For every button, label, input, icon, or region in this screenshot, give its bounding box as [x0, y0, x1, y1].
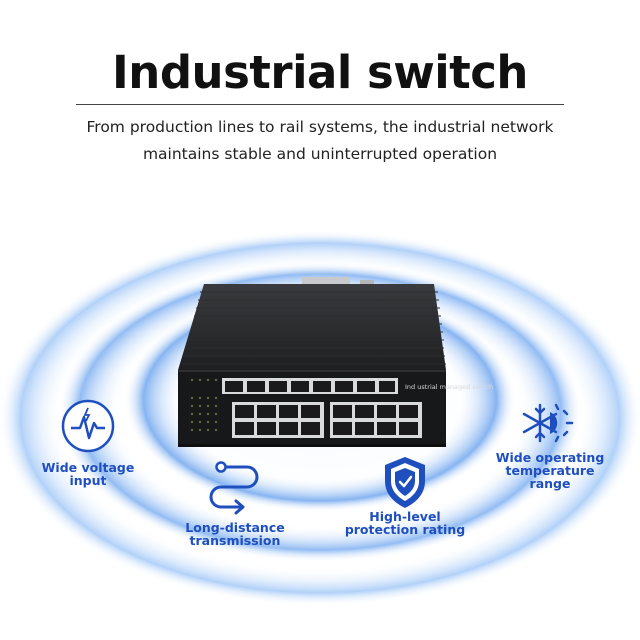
feature-line: High-level	[369, 509, 441, 524]
snowflake-sun-icon	[522, 403, 574, 443]
feature-label-wide-voltage: Wide voltage input	[28, 461, 148, 487]
feature-line: protection rating	[344, 522, 466, 537]
feature-label-temperature: Wide operating temperature range	[486, 451, 614, 490]
shield-check-icon	[385, 457, 425, 508]
page-title: Industrial switch	[112, 46, 528, 99]
feature-line: Wide voltage	[41, 460, 135, 475]
subtitle-line-1: From production lines to rail systems, t…	[86, 118, 554, 136]
uplink-port-row	[222, 378, 398, 394]
voltage-pulse-icon	[61, 399, 115, 453]
feature-line: transmission	[189, 533, 281, 548]
feature-label-long-distance: Long-distance transmission	[170, 521, 300, 547]
feature-line: temperature range	[505, 463, 595, 491]
feature-line: Long-distance	[185, 520, 285, 535]
port-block-left	[232, 402, 324, 438]
feature-line: input	[69, 473, 107, 488]
route-path-icon	[209, 461, 259, 515]
title-divider	[76, 104, 564, 105]
feature-line: Wide operating	[495, 450, 605, 465]
subtitle-line-2: maintains stable and uninterrupted opera…	[142, 145, 498, 163]
device-label: Ind ustrial managed switch	[405, 383, 493, 391]
feature-label-protection: High-level protection rating	[335, 510, 475, 536]
switch-device	[178, 284, 446, 447]
port-block-right	[330, 402, 422, 438]
